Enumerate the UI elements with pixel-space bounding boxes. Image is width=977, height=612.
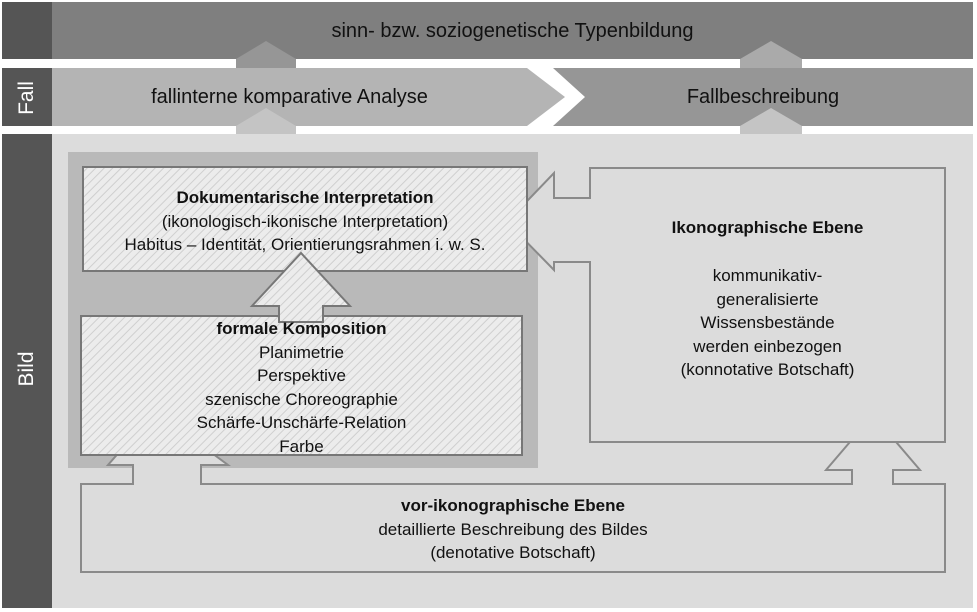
vorikono-box-line: (denotative Botschaft) [430,543,596,562]
ikono-box-with-arrow [505,167,946,443]
fall-arrow-left [52,68,565,126]
ikono-box-title: Ikonographische Ebene [671,218,864,237]
formal-box-line: Perspektive [257,366,346,385]
formal-box-line: Schärfe-Unschärfe-Relation [196,413,407,432]
arrow-up-to-typenbildung-left [236,41,296,68]
formal-box [80,315,523,456]
ikono-box-line: kommunikativ- [712,266,823,285]
vorikono-box-line: detaillierte Beschreibung des Bildes [378,519,648,539]
doc-box-line: Habitus – Identität, Orientierungsrahmen… [124,235,486,254]
arrow-formal-to-doc [249,251,353,323]
fall-box-right [553,68,973,126]
ikono-box-line: generalisierte [716,289,819,309]
vorikono-box-with-arrows [80,409,946,573]
side-label-bild: Bild [15,351,38,387]
doc-box-title: Dokumentarische Interpretation [176,188,434,207]
analyse-label: fallinterne komparative Analyse [151,86,428,108]
typenbildung-label: sinn- bzw. soziogenetische Typenbildung [331,20,694,42]
formal-box-line: Farbe [279,436,324,456]
side-bar-top [2,2,52,59]
formal-box-text: formale Komposition Planimetrie Perspekt… [81,317,522,458]
doc-box-line: (ikonologisch-ikonische Interpretation) [161,211,449,231]
side-bar-bild [2,134,52,608]
ikono-box-text: kommunikativ- generalisierte Wissensbest… [590,264,945,382]
arrow-up-to-typenbildung-right [740,41,802,68]
doc-box-text: Dokumentarische Interpretation (ikonolog… [83,186,527,257]
fallbeschreibung-label: Fallbeschreibung [686,86,840,108]
formal-box-title: formale Komposition [216,319,387,338]
vorikono-box-text: vor-ikonographische Ebene detaillierte B… [81,494,945,565]
ikono-box-line: (konnotative Botschaft) [680,360,855,379]
vorikono-box-title: vor-ikonographische Ebene [401,496,625,515]
formal-box-line: szenische Choreographie [205,389,398,409]
ikono-box-line: werden einbezogen [693,336,842,356]
side-label-fall: Fall [15,81,38,115]
formal-box-line: Planimetrie [258,342,345,362]
side-bar-fall [2,68,52,126]
arrow-up-to-fallbeschreibung [740,108,802,134]
ikono-box-line: Wissensbestände [700,313,835,332]
top-banner [52,2,973,59]
doc-box [82,166,528,272]
arrow-up-to-analyse [236,108,296,134]
